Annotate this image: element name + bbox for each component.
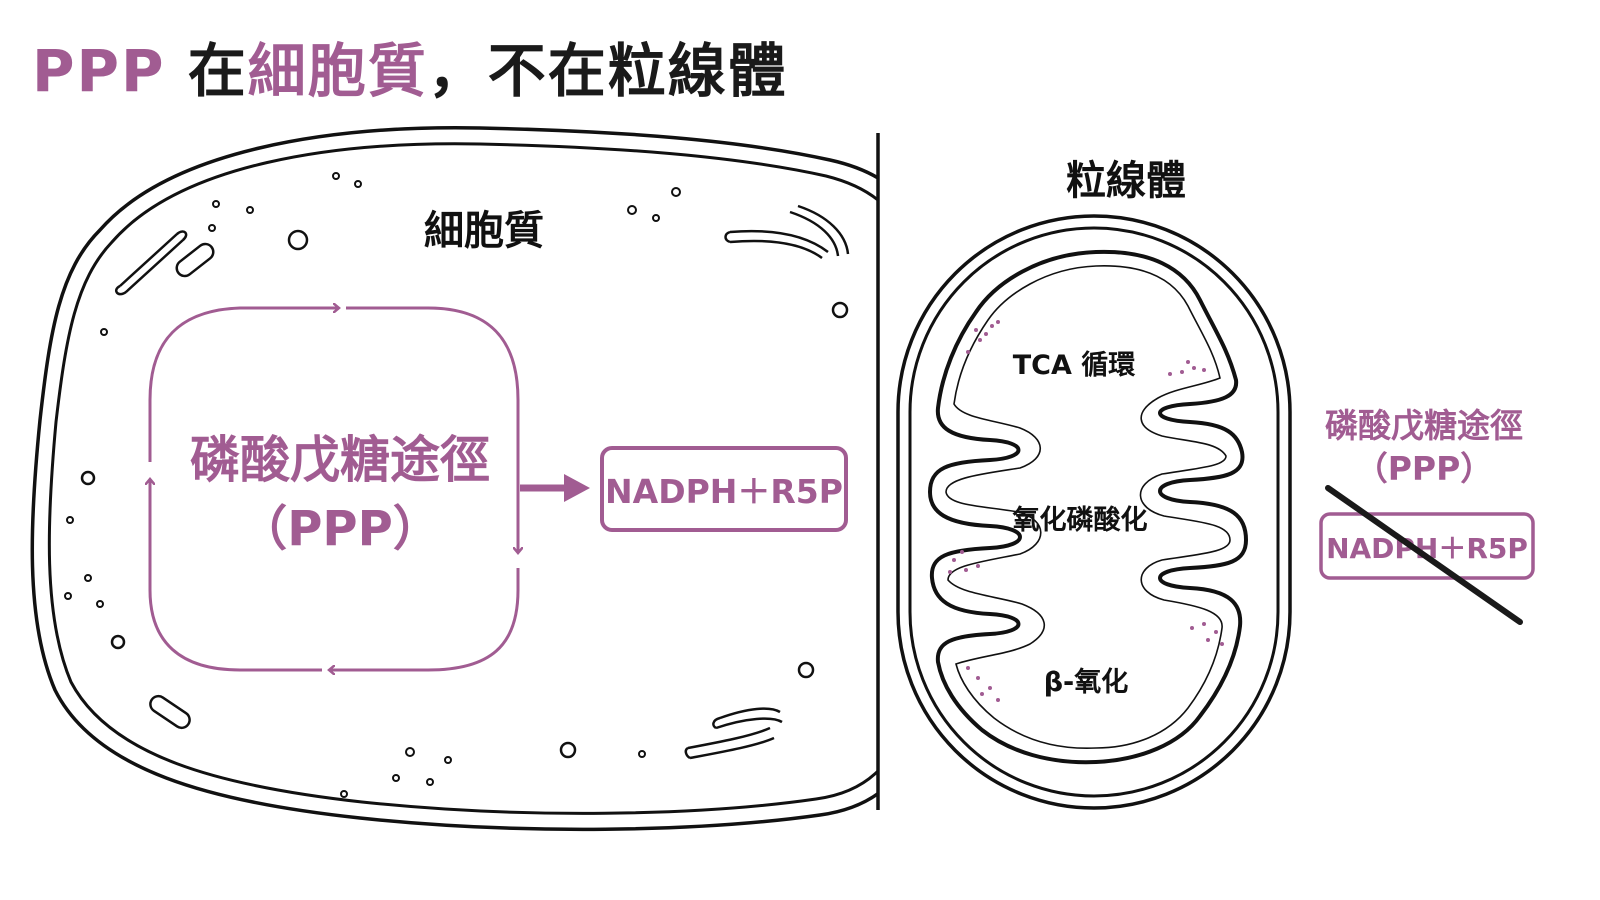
- process-tca: TCA 循環: [1013, 350, 1137, 381]
- page-title: PPP 在細胞質，不在粒線體: [32, 24, 788, 108]
- cytoplasm-particles: [64, 172, 681, 798]
- cytoplasm-organelles: [80, 204, 850, 760]
- product-label: NADPH＋R5P: [605, 472, 843, 511]
- cycle-arrow-right: [346, 306, 518, 552]
- matrix-granules: [948, 320, 1224, 702]
- mitochondrion-label: 粒線體: [1066, 158, 1186, 204]
- mitochondrion: TCA 循環 氧化磷酸化 β-氧化: [896, 214, 1292, 810]
- ppp-abbr: （PPP）: [239, 501, 441, 557]
- process-beta-oxidation: β-氧化: [1044, 667, 1129, 698]
- strike-through-line: [1325, 485, 1523, 625]
- title-cytoplasm: 細胞質: [247, 37, 428, 105]
- outer-membrane: [896, 214, 1292, 810]
- ppp-name: 磷酸戊糖途徑: [190, 431, 490, 489]
- excluded-product-box: [1319, 512, 1535, 580]
- cycle-arrow-bottom: [330, 568, 520, 670]
- excluded-ppp-abbr: （PPP）: [1355, 449, 1494, 488]
- excluded-ppp: 磷酸戊糖途徑 （PPP） NADPH＋R5P: [1319, 406, 1535, 625]
- cycle-arrow-top: [148, 308, 338, 462]
- title-not-mitochondria: ，不在粒線體: [427, 37, 788, 105]
- outer-membrane-inner: [908, 226, 1280, 798]
- cycle-arrow-left: [150, 480, 322, 672]
- product-box: [600, 446, 848, 532]
- ppp-cycle: [150, 308, 518, 670]
- excluded-ppp-name: 磷酸戊糖途徑: [1325, 406, 1523, 445]
- inner-membrane-cristae: [927, 249, 1249, 765]
- cytoplasm-label: 細胞質: [424, 208, 544, 254]
- title-ppp: PPP: [32, 37, 166, 105]
- title-in: 在: [187, 37, 248, 105]
- process-oxphos: 氧化磷酸化: [1012, 505, 1148, 536]
- cell-membrane: [30, 126, 878, 832]
